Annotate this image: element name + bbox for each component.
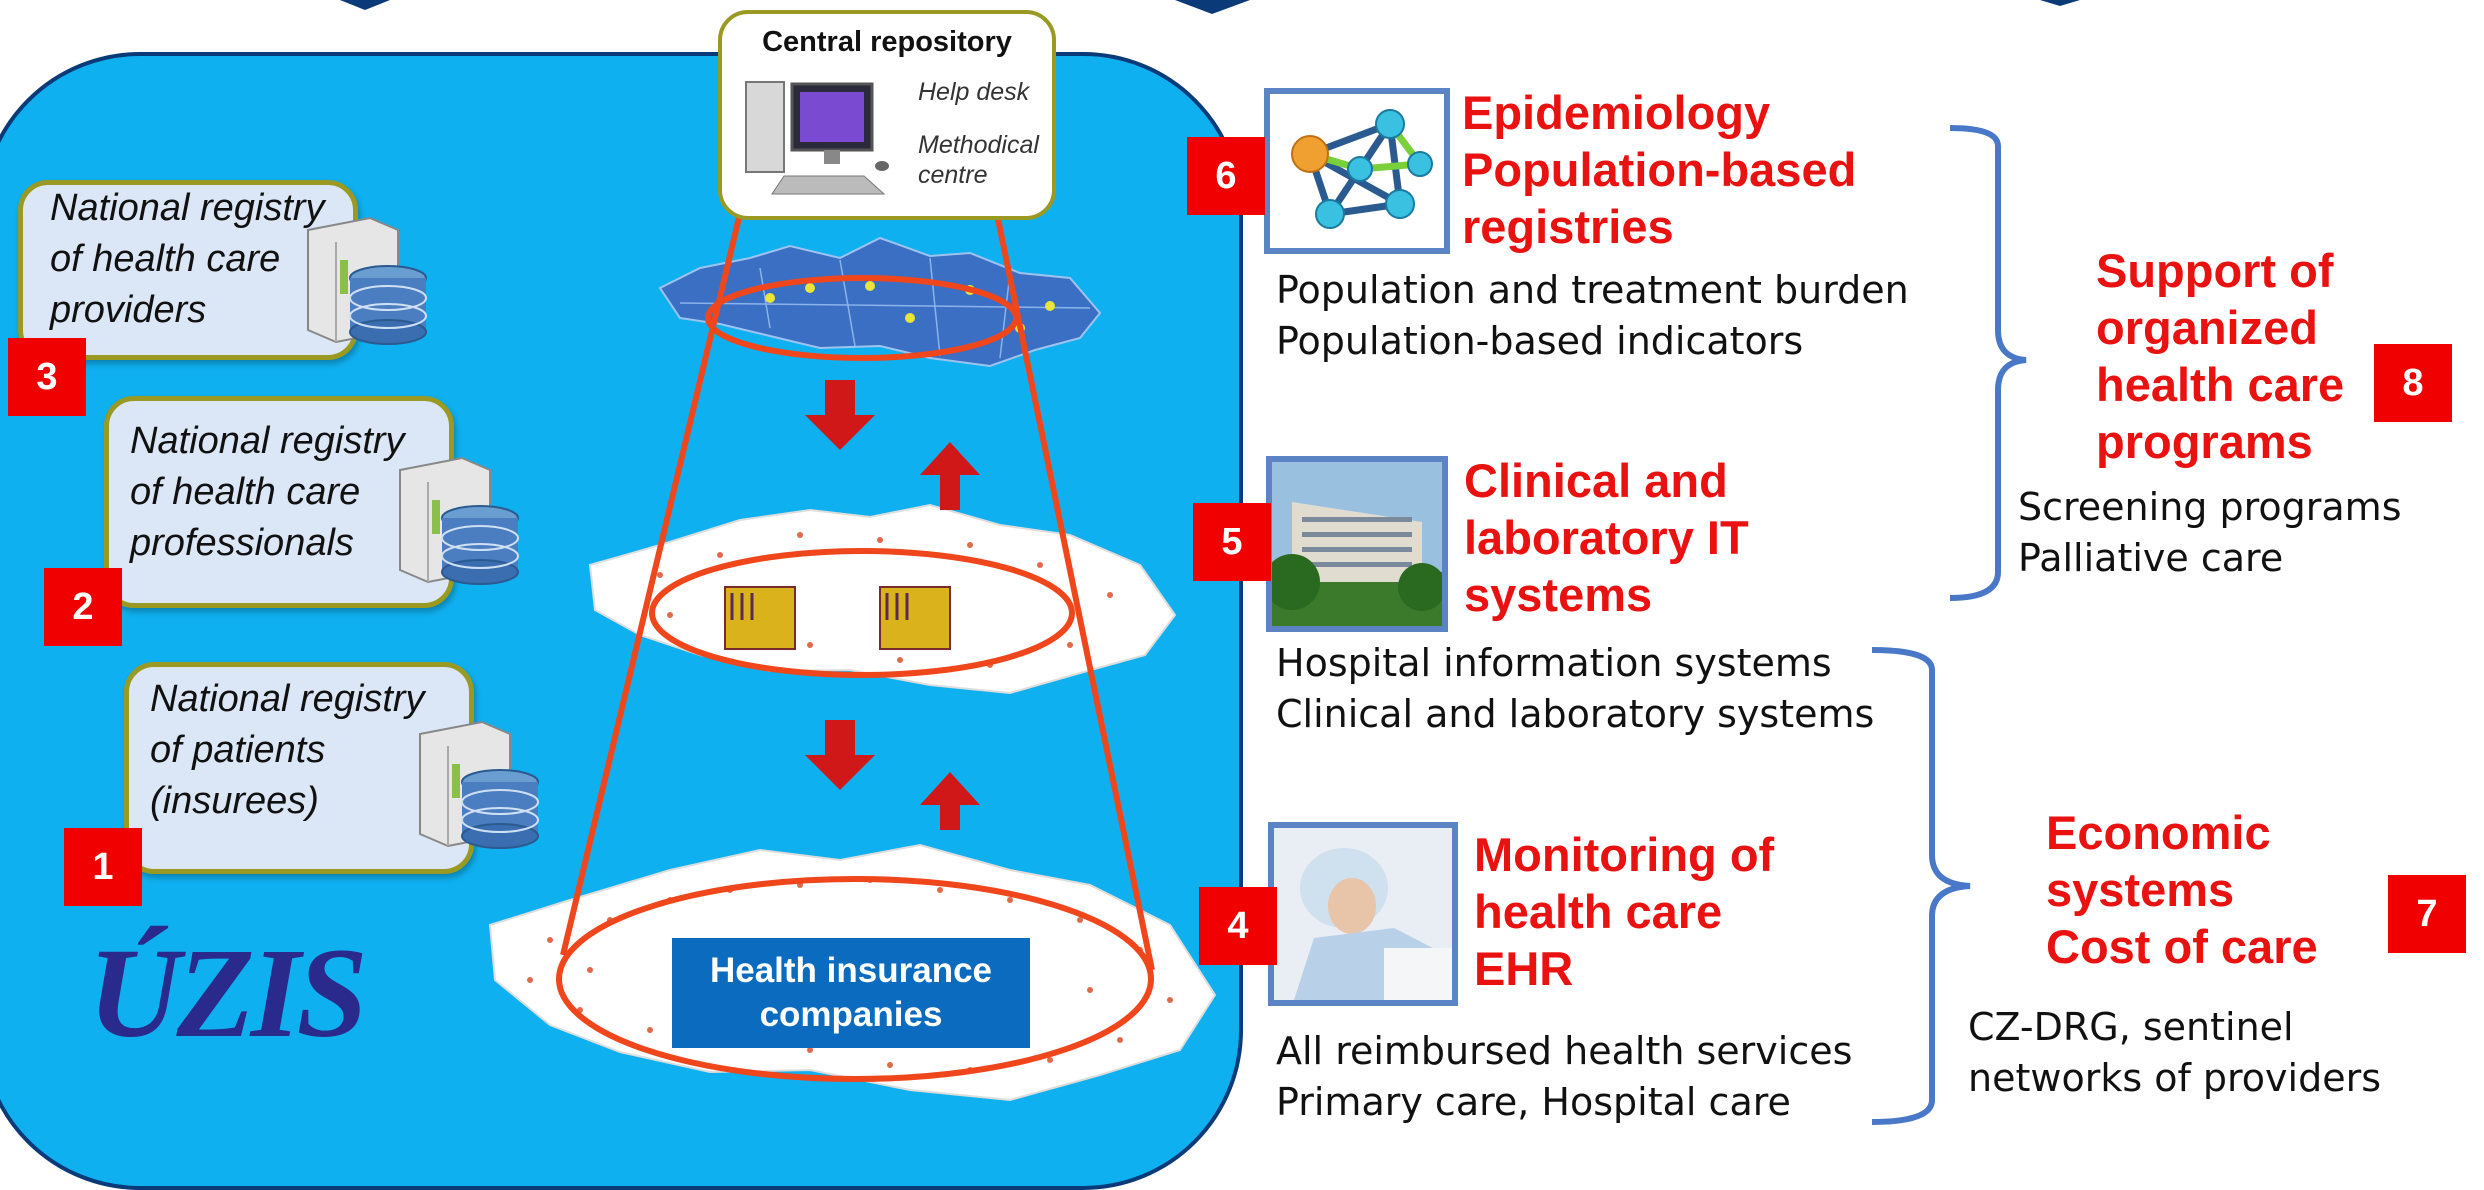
hospital-photo bbox=[1266, 456, 1448, 632]
server-database-icon bbox=[399, 456, 519, 585]
bracket-bottom bbox=[1871, 647, 1971, 1125]
registry-providers-label: National registry of health care provide… bbox=[50, 187, 325, 331]
methodical-centre-label: Methodical centre bbox=[918, 131, 1039, 189]
economic-systems-description: CZ-DRG, sentinel networks of providers bbox=[1968, 1005, 2382, 1100]
arrow-down-icon bbox=[805, 720, 875, 790]
map-czech-republic-regions bbox=[658, 236, 1102, 368]
uzis-logo: ÚZIS bbox=[88, 922, 368, 1064]
funnel-overlay bbox=[556, 168, 1155, 1082]
patient-photo bbox=[1268, 822, 1458, 1006]
flow-arrows bbox=[805, 380, 980, 830]
health-insurance-companies-box: Health insurance companies bbox=[672, 938, 1030, 1048]
economic-systems-title: Economic systems Cost of care bbox=[2046, 806, 2318, 973]
badge-number-6: 6 bbox=[1187, 137, 1265, 215]
badge-number-7: 7 bbox=[2388, 875, 2466, 953]
registry-professionals-label: National registry of health care profess… bbox=[130, 420, 405, 564]
epidemiology-title: Epidemiology Population-based registries bbox=[1462, 86, 1857, 253]
hospital-building-icon bbox=[1272, 462, 1442, 626]
central-repository-box: Central repository Help desk Methodical … bbox=[718, 10, 1056, 220]
clinical-description: Hospital information systems Clinical an… bbox=[1276, 641, 1875, 736]
badge-number-1: 1 bbox=[64, 828, 142, 906]
bracket-top bbox=[1949, 125, 2027, 601]
badge-number-8: 8 bbox=[2374, 344, 2452, 422]
clinical-title: Clinical and laboratory IT systems bbox=[1464, 454, 1749, 621]
epidemiology-description: Population and treatment burden Populati… bbox=[1276, 268, 1909, 363]
arrow-up-icon bbox=[920, 772, 980, 830]
badge-number-3: 3 bbox=[8, 338, 86, 416]
support-programs-description: Screening programs Palliative care bbox=[2018, 485, 2402, 580]
arrow-down-icon bbox=[805, 380, 875, 450]
network-icon-frame bbox=[1264, 88, 1450, 254]
badge-number-2: 2 bbox=[44, 568, 122, 646]
server-database-icon bbox=[419, 720, 539, 849]
badge-number-4: 4 bbox=[1199, 887, 1277, 965]
patient-icon bbox=[1274, 828, 1452, 1000]
network-icon bbox=[1291, 109, 1433, 229]
top-arrow-tips bbox=[340, 0, 2080, 14]
registry-card-providers bbox=[18, 180, 358, 360]
support-programs-title: Support of organized health care program… bbox=[2096, 244, 2345, 468]
registry-patients-label: National registry of patients (insurees) bbox=[150, 678, 425, 822]
badge-number-5: 5 bbox=[1193, 503, 1271, 581]
monitoring-title: Monitoring of health care EHR bbox=[1474, 828, 1775, 995]
arrow-up-icon bbox=[920, 442, 980, 510]
monitoring-description: All reimbursed health services Primary c… bbox=[1276, 1029, 1853, 1124]
server-database-icon bbox=[307, 216, 427, 345]
grouping-brackets bbox=[1871, 125, 2027, 1125]
help-desk-label: Help desk bbox=[918, 78, 1030, 106]
computer-icon bbox=[745, 81, 889, 195]
central-repository-title: Central repository bbox=[762, 26, 1012, 58]
